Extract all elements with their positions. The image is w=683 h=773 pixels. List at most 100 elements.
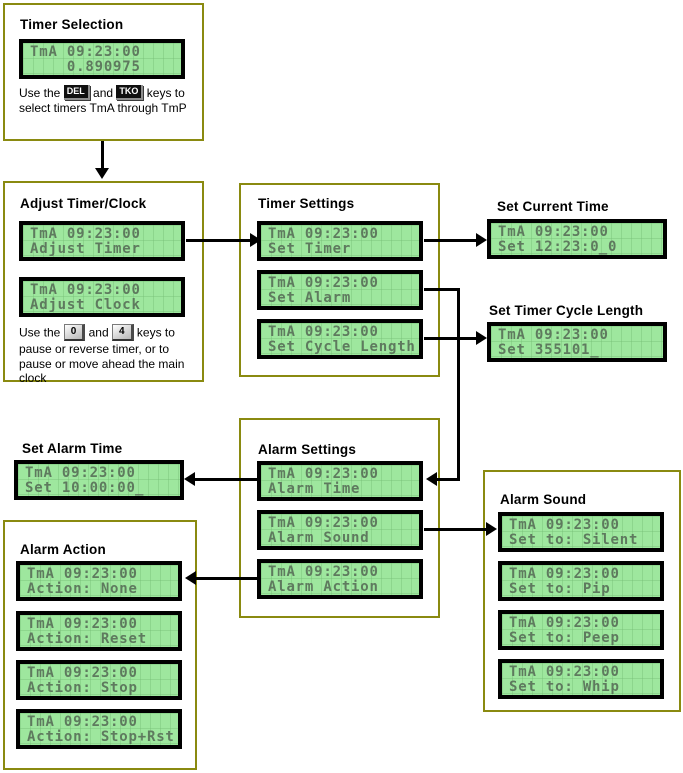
lcd-line2: Action: None	[27, 581, 138, 597]
note-text: keys to pause or reverse timer, or to pa…	[19, 325, 185, 385]
arrow-alarmaction-to-actionbox	[194, 577, 257, 580]
lcd-set-current-time: TmA 09:23:00 Set 12:23:0̲0	[487, 219, 667, 259]
note-text: and	[88, 325, 109, 340]
lcd-line1: TmA 09:23:00	[30, 226, 141, 242]
arrowhead-left-icon	[184, 472, 195, 486]
set-current-time-title: Set Current Time	[497, 199, 609, 214]
lcd-alarm-time: TmA 09:23:00 Alarm Time	[257, 461, 423, 501]
note-text: keys to select timers TmA through TmP	[19, 86, 187, 116]
arrow-selection-to-adjust	[101, 141, 104, 171]
lcd-line1: TmA 09:23:00	[268, 564, 379, 580]
lcd-line2: Action: Reset	[27, 631, 147, 647]
lcd-line2: Set 355101_	[498, 342, 600, 358]
lcd-alarm-action: TmA 09:23:00 Alarm Action	[257, 559, 423, 599]
lcd-line2: Set 10:00:00̲	[25, 480, 145, 496]
arrowhead-right-icon	[476, 233, 487, 247]
four-key-icon: 4	[111, 324, 134, 341]
lcd-adjust-timer: TmA 09:23:00 Adjust Timer	[19, 221, 185, 261]
lcd-line2: Set to: Whip	[509, 679, 620, 695]
lcd-line1: TmA 09:23:00	[509, 664, 620, 680]
lcd-line2: Set Timer	[268, 241, 352, 257]
lcd-set-timer: TmA 09:23:00 Set Timer	[257, 221, 423, 261]
del-key-icon: DEL	[63, 85, 90, 101]
lcd-line1: TmA 09:23:00	[30, 44, 141, 60]
lcd-line2: Set Alarm	[268, 290, 352, 306]
adjust-timer-clock-title: Adjust Timer/Clock	[20, 196, 147, 211]
lcd-line1: TmA 09:23:00	[509, 615, 620, 631]
adjust-timer-clock-note: Use the 0 and 4 keys to pause or reverse…	[19, 324, 199, 386]
arrow-alarmsound-to-soundbox	[424, 528, 488, 531]
lcd-line2: Set Cycle Length	[268, 339, 416, 355]
arrowhead-left-icon	[426, 472, 437, 486]
lcd-action-none: TmA 09:23:00 Action: None	[16, 561, 182, 601]
lcd-action-reset: TmA 09:23:00 Action: Reset	[16, 611, 182, 651]
lcd-line1: TmA 09:23:00	[25, 465, 136, 481]
lcd-set-to-pip: TmA 09:23:00 Set to: Pip	[498, 561, 664, 601]
alarm-sound-title: Alarm Sound	[500, 492, 587, 507]
lcd-set-to-peep: TmA 09:23:00 Set to: Peep	[498, 610, 664, 650]
arrowhead-right-icon	[250, 233, 261, 247]
lcd-line1: TmA 09:23:00	[268, 275, 379, 291]
lcd-line2: Alarm Action	[268, 579, 379, 595]
zero-key-icon: 0	[63, 324, 86, 341]
lcd-line1: TmA 09:23:00	[498, 224, 609, 240]
lcd-line2: Action: Stop+Rst	[27, 729, 175, 745]
alarm-action-title: Alarm Action	[20, 542, 106, 557]
lcd-set-timer-cycle-length: TmA 09:23:00 Set 355101_	[487, 322, 667, 362]
lcd-line2: Alarm Time	[268, 481, 361, 497]
timer-settings-title: Timer Settings	[258, 196, 355, 211]
lcd-line1: TmA 09:23:00	[268, 226, 379, 242]
arrowhead-down-icon	[95, 168, 109, 179]
lcd-line1: TmA 09:23:00	[27, 616, 138, 632]
lcd-set-alarm-time: TmA 09:23:00 Set 10:00:00̲	[14, 460, 184, 500]
lcd-set-cycle-length: TmA 09:23:00 Set Cycle Length	[257, 319, 423, 359]
lcd-line1: TmA 09:23:00	[27, 566, 138, 582]
lcd-line1: TmA 09:23:00	[509, 517, 620, 533]
lcd-line1: TmA 09:23:00	[498, 327, 609, 343]
lcd-line2: Set to: Pip	[509, 581, 611, 597]
note-text: Use the	[19, 86, 61, 100]
arrow-setcycle-to-cyclelength	[424, 337, 478, 340]
arrow-setalarm-elbow-vertical	[457, 288, 460, 481]
lcd-line1: TmA 09:23:00	[30, 282, 141, 298]
lcd-line1: TmA 09:23:00	[27, 665, 138, 681]
lcd-line2: 0.890975	[30, 59, 141, 75]
lcd-timer-selection: TmA 09:23:00 0.890975	[19, 39, 185, 79]
arrow-settimer-to-currenttime	[424, 239, 478, 242]
timer-selection-note: Use the DEL and TKO keys to select timer…	[19, 85, 199, 116]
lcd-action-stop-rst: TmA 09:23:00 Action: Stop+Rst	[16, 709, 182, 749]
arrow-adjust-to-settings	[186, 239, 252, 242]
tko-key-icon: TKO	[116, 85, 144, 101]
lcd-action-stop: TmA 09:23:00 Action: Stop	[16, 660, 182, 700]
adjust-timer-clock-box	[3, 181, 204, 382]
lcd-set-alarm: TmA 09:23:00 Set Alarm	[257, 270, 423, 310]
lcd-line2: Action: Stop	[27, 680, 138, 696]
lcd-line1: TmA 09:23:00	[268, 515, 379, 531]
note-text: and	[93, 86, 114, 100]
arrow-alarmtime-to-setalarmtime	[193, 478, 257, 481]
note-text: Use the	[19, 325, 61, 340]
lcd-line2: Set to: Peep	[509, 630, 620, 646]
lcd-adjust-clock: TmA 09:23:00 Adjust Clock	[19, 277, 185, 317]
arrowhead-right-icon	[486, 522, 497, 536]
lcd-line1: TmA 09:23:00	[509, 566, 620, 582]
lcd-line2: Set to: Silent	[509, 532, 639, 548]
arrowhead-right-icon	[476, 331, 487, 345]
arrowhead-left-icon	[185, 571, 196, 585]
lcd-line2: Set 12:23:0̲0	[498, 239, 618, 255]
lcd-line1: TmA 09:23:00	[27, 714, 138, 730]
lcd-alarm-sound: TmA 09:23:00 Alarm Sound	[257, 510, 423, 550]
lcd-line2: Adjust Clock	[30, 297, 141, 313]
lcd-line1: TmA 09:23:00	[268, 466, 379, 482]
set-alarm-time-title: Set Alarm Time	[22, 441, 123, 456]
alarm-settings-title: Alarm Settings	[258, 442, 357, 457]
lcd-line1: TmA 09:23:00	[268, 324, 379, 340]
set-timer-cycle-length-title: Set Timer Cycle Length	[489, 303, 644, 318]
lcd-line2: Alarm Sound	[268, 530, 370, 546]
arrow-setalarm-elbow-bottom	[437, 478, 460, 481]
lcd-set-to-silent: TmA 09:23:00 Set to: Silent	[498, 512, 664, 552]
lcd-line2: Adjust Timer	[30, 241, 141, 257]
timer-selection-title: Timer Selection	[20, 17, 124, 32]
arrow-setalarm-elbow-top	[424, 288, 460, 291]
